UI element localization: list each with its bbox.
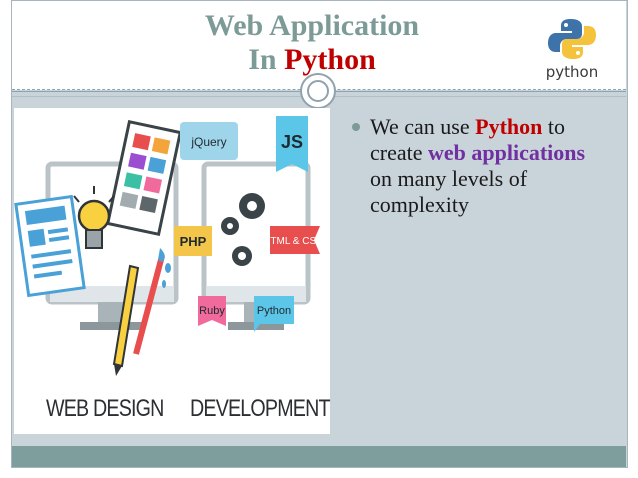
light-bulb-icon — [73, 186, 115, 249]
bullet-text-part3: on many levels of complexity — [370, 166, 528, 217]
ruby-tag: Ruby — [198, 296, 226, 326]
slide-title-line-2: In Python — [12, 43, 612, 77]
bullet-text-part2: to create — [370, 114, 565, 165]
bullet-item-text: We can use Python to create web applicat… — [370, 114, 602, 218]
python-logo-text: python — [545, 63, 599, 81]
tag-jquery-label: jQuery — [190, 135, 226, 149]
bullet-text-part1: We can use — [370, 114, 476, 139]
wireframe-page-icon — [14, 194, 86, 298]
color-palette-icon — [105, 119, 183, 237]
title-prefix: In — [248, 43, 285, 76]
tag-html-css-label: HTML & CSS — [263, 236, 323, 247]
html-css-tag: HTML & CSS — [263, 226, 323, 254]
bullet-highlight-python: Python — [475, 114, 543, 139]
title-accent-python: Python — [284, 43, 376, 76]
gears-icon — [221, 193, 265, 266]
divider-ring-ornament — [300, 73, 336, 109]
php-tag: PHP — [174, 226, 212, 256]
python-logo-icon — [548, 19, 596, 59]
tag-ruby-label: Ruby — [199, 305, 225, 317]
footer-band — [12, 446, 626, 467]
tag-python-label: Python — [257, 305, 291, 317]
tag-php-label: PHP — [180, 234, 207, 249]
bullet-highlight-web-applications: web applications — [428, 140, 586, 165]
bullet-marker — [352, 123, 360, 131]
illustration-artwork: jQuery JS PHP HTML & CSS Ruby Python — [14, 116, 323, 376]
caption-development: DEVELOPMENT — [190, 395, 331, 422]
tag-js-label: JS — [281, 132, 303, 152]
python-logo: python — [540, 15, 604, 83]
js-tag: JS — [276, 116, 308, 172]
pencil-icon — [112, 264, 140, 376]
paint-brush-icon — [133, 248, 171, 355]
python-tag: Python — [254, 296, 294, 332]
jquery-tag: jQuery — [180, 122, 238, 160]
web-design-development-illustration: jQuery JS PHP HTML & CSS Ruby Python WEB… — [14, 108, 331, 434]
slide-title-line-1: Web Application — [204, 9, 420, 42]
caption-web-design: WEB DESIGN — [46, 395, 164, 422]
